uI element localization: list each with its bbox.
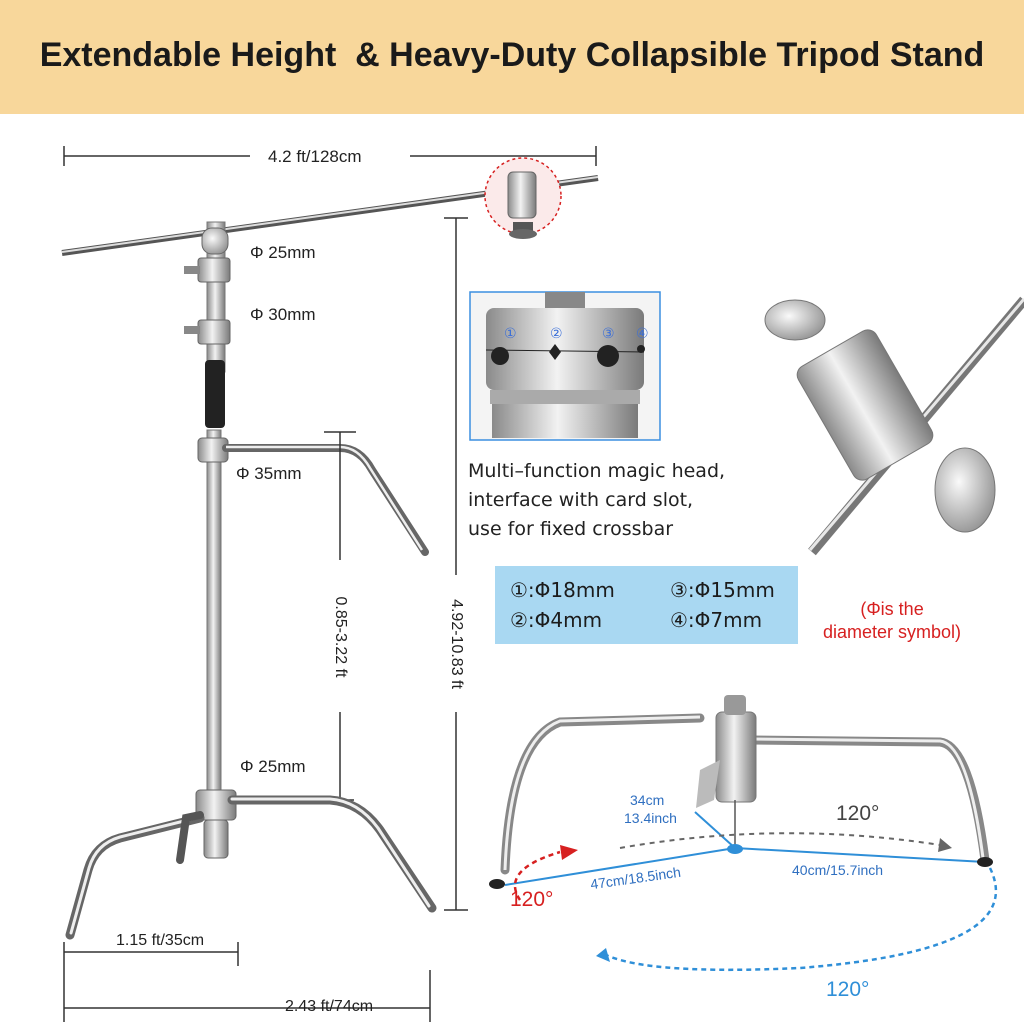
tube-top-diameter: Φ 25mm — [250, 243, 316, 262]
grip-head-highlight — [484, 157, 562, 239]
slot-marker-1: ① — [504, 326, 517, 342]
spec-slot-2: ②:Φ4mm — [510, 608, 603, 632]
slot-marker-4: ④ — [636, 326, 649, 342]
angle-left: 120° — [510, 888, 554, 911]
spec-slot-4: ④:Φ7mm — [670, 608, 763, 632]
note-line: diameter symbol) — [823, 622, 962, 642]
diameter-spec-box — [495, 566, 798, 644]
magic-head-description: Multi–function magic head, interface wit… — [468, 457, 725, 544]
slot-marker-3: ③ — [602, 326, 615, 342]
riser-leg-upper — [222, 431, 429, 556]
angle-bottom: 120° — [826, 978, 870, 1001]
base-legs — [65, 795, 437, 940]
base-width-label: 2.43 ft/74cm — [285, 998, 374, 1015]
header-banner — [0, 0, 1024, 114]
note-line: (Φis the — [860, 599, 924, 619]
leg-b-length: 40cm/15.7inch — [792, 862, 884, 878]
arm-length-label: 4.2 ft/128cm — [268, 147, 362, 166]
base-closeup — [489, 695, 997, 972]
arm-length-dimension — [63, 146, 597, 166]
diameter-symbol-note: (Φis the diameter symbol) — [823, 598, 961, 644]
base-height-cm: 34cm — [630, 792, 665, 808]
magic-head-closeup: ① ② ③ ④ — [469, 291, 661, 441]
tube-low-diameter: Φ 35mm — [236, 464, 302, 483]
grip-head-photo — [764, 280, 1024, 556]
description-line: use for fixed crossbar — [468, 518, 674, 540]
page-title: Extendable Height & Heavy-Duty Collapsib… — [39, 36, 985, 74]
spec-slot-1: ①:Φ18mm — [510, 578, 615, 602]
stand-column — [184, 221, 237, 859]
description-line: interface with card slot, — [468, 489, 694, 511]
tube-base-diameter: Φ 25mm — [240, 757, 306, 776]
base-dimensions — [63, 942, 431, 1022]
angle-right: 120° — [836, 802, 880, 825]
slot-marker-2: ② — [550, 326, 563, 342]
height-range-label: 4.92-10.83 ft — [448, 599, 465, 689]
total-height-dimension — [444, 217, 468, 911]
description-line: Multi–function magic head, — [468, 460, 726, 482]
tube-mid-diameter: Φ 30mm — [250, 305, 316, 324]
riser-range-label: 0.85-3.22 ft — [332, 596, 349, 678]
spec-slot-3: ③:Φ15mm — [670, 578, 775, 602]
base-height-inch: 13.4inch — [624, 810, 677, 826]
leg-width-label: 1.15 ft/35cm — [116, 932, 205, 949]
